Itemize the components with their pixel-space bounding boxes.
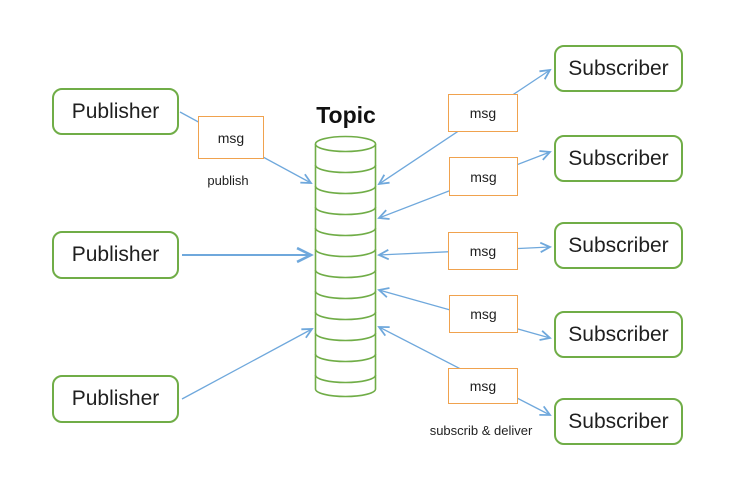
topic-cylinder: [314, 135, 377, 398]
msg-box-deliver-4: msg: [449, 295, 518, 333]
topic-cylinder-body: [314, 144, 377, 398]
subscriber-label: Subscriber: [568, 233, 669, 257]
msg-label: msg: [469, 243, 497, 259]
publisher-node-2: Publisher: [52, 231, 179, 279]
cylinder-disc-line: [314, 185, 377, 195]
publisher-label: Publisher: [71, 387, 160, 410]
subscriber-node-4: Subscriber: [554, 311, 683, 358]
publisher-label: Publisher: [71, 99, 160, 123]
cylinder-disc-line: [314, 311, 377, 321]
topic-cylinder-top: [314, 135, 377, 153]
subscriber-node-3: Subscriber: [554, 222, 683, 269]
msg-box-deliver-1: msg: [448, 94, 518, 132]
msg-label: msg: [469, 378, 497, 394]
msg-label: msg: [217, 129, 245, 146]
msg-box-deliver-5: msg: [448, 368, 518, 404]
publisher-node-1: Publisher: [52, 88, 179, 135]
cylinder-disc-line: [314, 353, 377, 363]
msg-box-publish: msg: [198, 116, 264, 159]
msg-label: msg: [470, 306, 497, 322]
publisher-node-3: Publisher: [52, 375, 179, 423]
cylinder-disc-line: [314, 248, 377, 258]
publish-annotation: publish: [207, 173, 249, 188]
msg-box-deliver-3: msg: [448, 232, 518, 270]
subscribe-deliver-annotation: subscrib & deliver: [429, 423, 533, 438]
cylinder-disc-line: [314, 227, 377, 237]
publish-arrow-3: [181, 328, 314, 400]
subscriber-node-1: Subscriber: [554, 45, 683, 92]
cylinder-disc-line: [314, 374, 377, 384]
subscriber-node-5: Subscriber: [554, 398, 683, 445]
subscriber-label: Subscriber: [568, 322, 669, 346]
subscriber-label: Subscriber: [568, 56, 669, 80]
msg-label: msg: [470, 168, 497, 185]
topic-label: Topic: [316, 102, 376, 128]
cylinder-disc-line: [314, 332, 377, 342]
msg-box-deliver-2: msg: [449, 157, 518, 196]
cylinder-disc-line: [314, 164, 377, 174]
subscriber-label: Subscriber: [568, 146, 669, 170]
cylinder-disc-line: [314, 269, 377, 279]
subscriber-node-2: Subscriber: [554, 135, 683, 182]
cylinder-disc-line: [314, 290, 377, 300]
publisher-label: Publisher: [71, 243, 160, 266]
msg-label: msg: [469, 105, 497, 121]
cylinder-disc-line: [314, 206, 377, 216]
subscriber-label: Subscriber: [568, 409, 669, 433]
